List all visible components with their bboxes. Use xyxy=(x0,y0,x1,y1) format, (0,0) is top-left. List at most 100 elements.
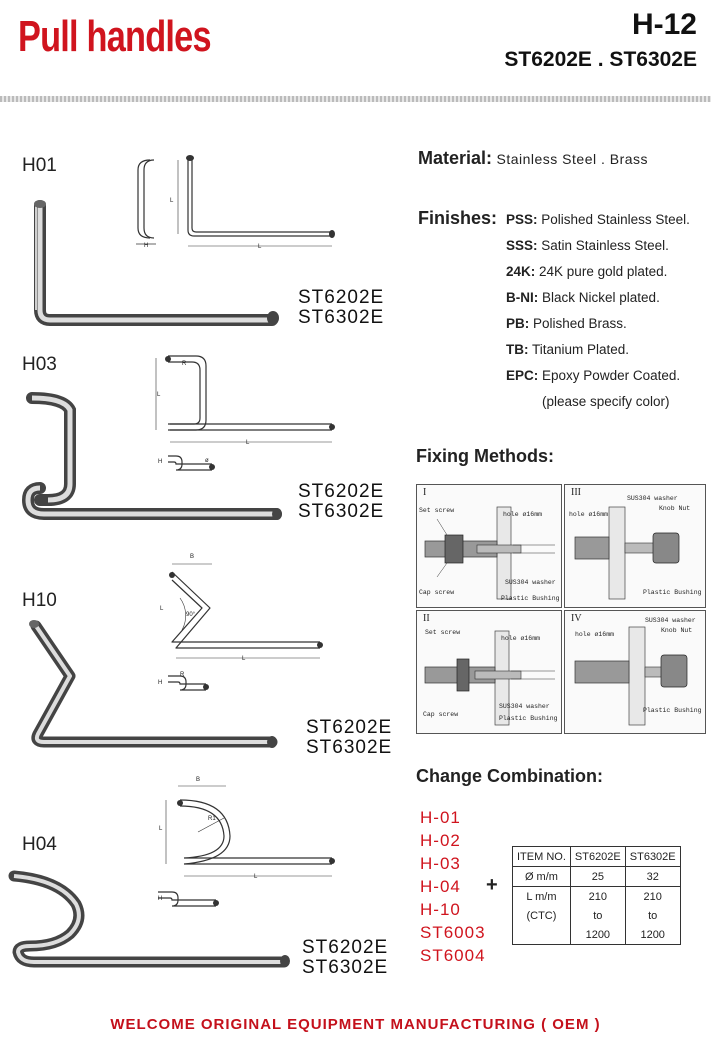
h01-models: ST6202E ST6302E xyxy=(298,288,384,328)
callout-label: Set screw xyxy=(425,629,461,636)
material-line: Material: Stainless Steel . Brass xyxy=(418,148,648,169)
h04-models: ST6202E ST6302E xyxy=(302,938,388,978)
callout-label: Plastic Bushing xyxy=(643,589,702,596)
table-header: ITEM NO. xyxy=(512,846,571,867)
fixing-methods-title: Fixing Methods: xyxy=(416,446,554,466)
table-cell: (CTC) xyxy=(512,906,571,925)
combination-item: H-04 xyxy=(420,877,461,896)
page-title: Pull handles xyxy=(18,12,212,61)
h03-dim-h: H xyxy=(158,459,163,465)
table-cell: 25 xyxy=(569,866,626,887)
callout-label: Cap screw xyxy=(419,589,455,596)
h01-dim-l-vertical: L xyxy=(170,198,174,204)
material-value: Stainless Steel . Brass xyxy=(496,151,649,167)
callout-label: SUS304 washer xyxy=(645,617,696,624)
h04-dim-l-vertical: L xyxy=(159,826,163,832)
h10-dim-angle: 90° xyxy=(186,612,196,618)
model-label: ST6302E xyxy=(298,307,385,328)
product-label-h04: H04 xyxy=(22,834,57,855)
callout-label: Plastic Bushing xyxy=(643,707,702,714)
finishes-list: PSS: Polished Stainless Steel. SSS: Sati… xyxy=(506,212,690,420)
table-row: (CTC) to to xyxy=(512,906,681,925)
product-label-h03: H03 xyxy=(22,354,57,375)
callout-label: hole ø16mm xyxy=(575,631,615,638)
callout-label: SUS304 washer xyxy=(505,579,556,586)
combination-item: ST6004 xyxy=(420,946,486,965)
table-cell: 1200 xyxy=(624,925,681,945)
finishes-label: Finishes: xyxy=(418,208,498,228)
plus-sign: + xyxy=(486,874,498,896)
callout-label: hole ø16mm xyxy=(503,511,543,518)
panel-number: III xyxy=(571,487,581,498)
finish-item: PB: Polished Brass. xyxy=(506,316,627,331)
h10-dim-l: L xyxy=(242,656,246,662)
table-cell: 32 xyxy=(624,866,681,887)
h01-dim-l: L xyxy=(258,244,262,250)
h04-dim-b: B xyxy=(196,777,201,783)
h01-dim-h: H xyxy=(144,243,149,249)
h10-dim-r: R xyxy=(180,672,185,678)
table-cell: 210 xyxy=(569,886,626,906)
finish-item: B-NI: Black Nickel plated. xyxy=(506,290,660,305)
callout-label: Set screw xyxy=(419,507,455,514)
h10-models: ST6202E ST6302E xyxy=(306,718,392,758)
finish-item: 24K: 24K pure gold plated. xyxy=(506,264,668,279)
fixing-panel-ii-drawing xyxy=(424,630,555,726)
change-combination-title: Change Combination: xyxy=(416,766,603,786)
finish-item: PSS: Polished Stainless Steel. xyxy=(506,212,690,227)
h04-dim-r1: R1 xyxy=(208,816,216,822)
header-models: ST6202E . ST6302E xyxy=(504,48,697,71)
callout-label: SUS304 washer xyxy=(499,703,550,710)
table-cell xyxy=(512,925,571,945)
header-divider xyxy=(0,96,711,102)
table-header: ST6302E xyxy=(624,846,681,867)
table-cell: Ø m/m xyxy=(512,866,571,887)
callout-label: Cap screw xyxy=(423,711,459,718)
table-row: Ø m/m 25 32 xyxy=(512,866,681,887)
table-header: ST6202E xyxy=(569,846,626,867)
h10-dim-h: H xyxy=(158,680,163,686)
h03-dim-diameter: ø xyxy=(205,458,209,464)
material-label: Material: xyxy=(418,148,493,168)
table-cell: to xyxy=(624,906,681,925)
fixing-panel-iv-drawing xyxy=(574,626,688,726)
callout-label: Knob Nut xyxy=(659,505,691,512)
model-label: ST6202E xyxy=(298,481,385,502)
table-row: L m/m 210 210 xyxy=(512,886,681,906)
callout-label: Knob Nut xyxy=(661,627,693,634)
model-label: ST6202E xyxy=(302,937,389,958)
model-label: ST6302E xyxy=(306,737,393,758)
finish-note: (please specify color) xyxy=(542,394,670,409)
finish-item: SSS: Satin Stainless Steel. xyxy=(506,238,669,253)
panel-number: IV xyxy=(571,613,582,624)
callout-label: SUS304 washer xyxy=(627,495,678,502)
fixing-panel-iv: IV SUS304 washer hole ø16mm Knob Nut Pla… xyxy=(564,610,706,734)
panel-number: I xyxy=(423,487,427,498)
table-row: 1200 1200 xyxy=(512,925,681,945)
h03-models: ST6202E ST6302E xyxy=(298,482,384,522)
panel-number: II xyxy=(423,613,430,624)
model-label: ST6202E xyxy=(306,717,393,738)
table-cell: to xyxy=(569,906,626,925)
combination-item: H-02 xyxy=(420,831,461,850)
h04-dim-h: H xyxy=(158,896,163,902)
combination-list: H-01 H-02 H-03 H-04 H-10 ST6003 ST6004 xyxy=(420,806,486,967)
fixing-panel-iii: III SUS304 washer hole ø16mm Knob Nut Pl… xyxy=(564,484,706,608)
model-label: ST6302E xyxy=(298,501,385,522)
product-label-h10: H10 xyxy=(22,590,57,611)
callout-label: hole ø16mm xyxy=(501,635,541,642)
h10-dim-l-vertical: L xyxy=(160,606,164,612)
callout-label: hole ø16mm xyxy=(569,511,609,518)
combination-item: H-10 xyxy=(420,900,461,919)
finish-item: TB: Titanium Plated. xyxy=(506,342,630,357)
combination-item: H-01 xyxy=(420,808,461,827)
fixing-panel-i-drawing xyxy=(424,506,555,600)
product-label-h01: H01 xyxy=(22,155,57,176)
h03-dim-r: R xyxy=(182,361,187,367)
finish-item: EPC: Epoxy Powder Coated. xyxy=(506,368,681,383)
